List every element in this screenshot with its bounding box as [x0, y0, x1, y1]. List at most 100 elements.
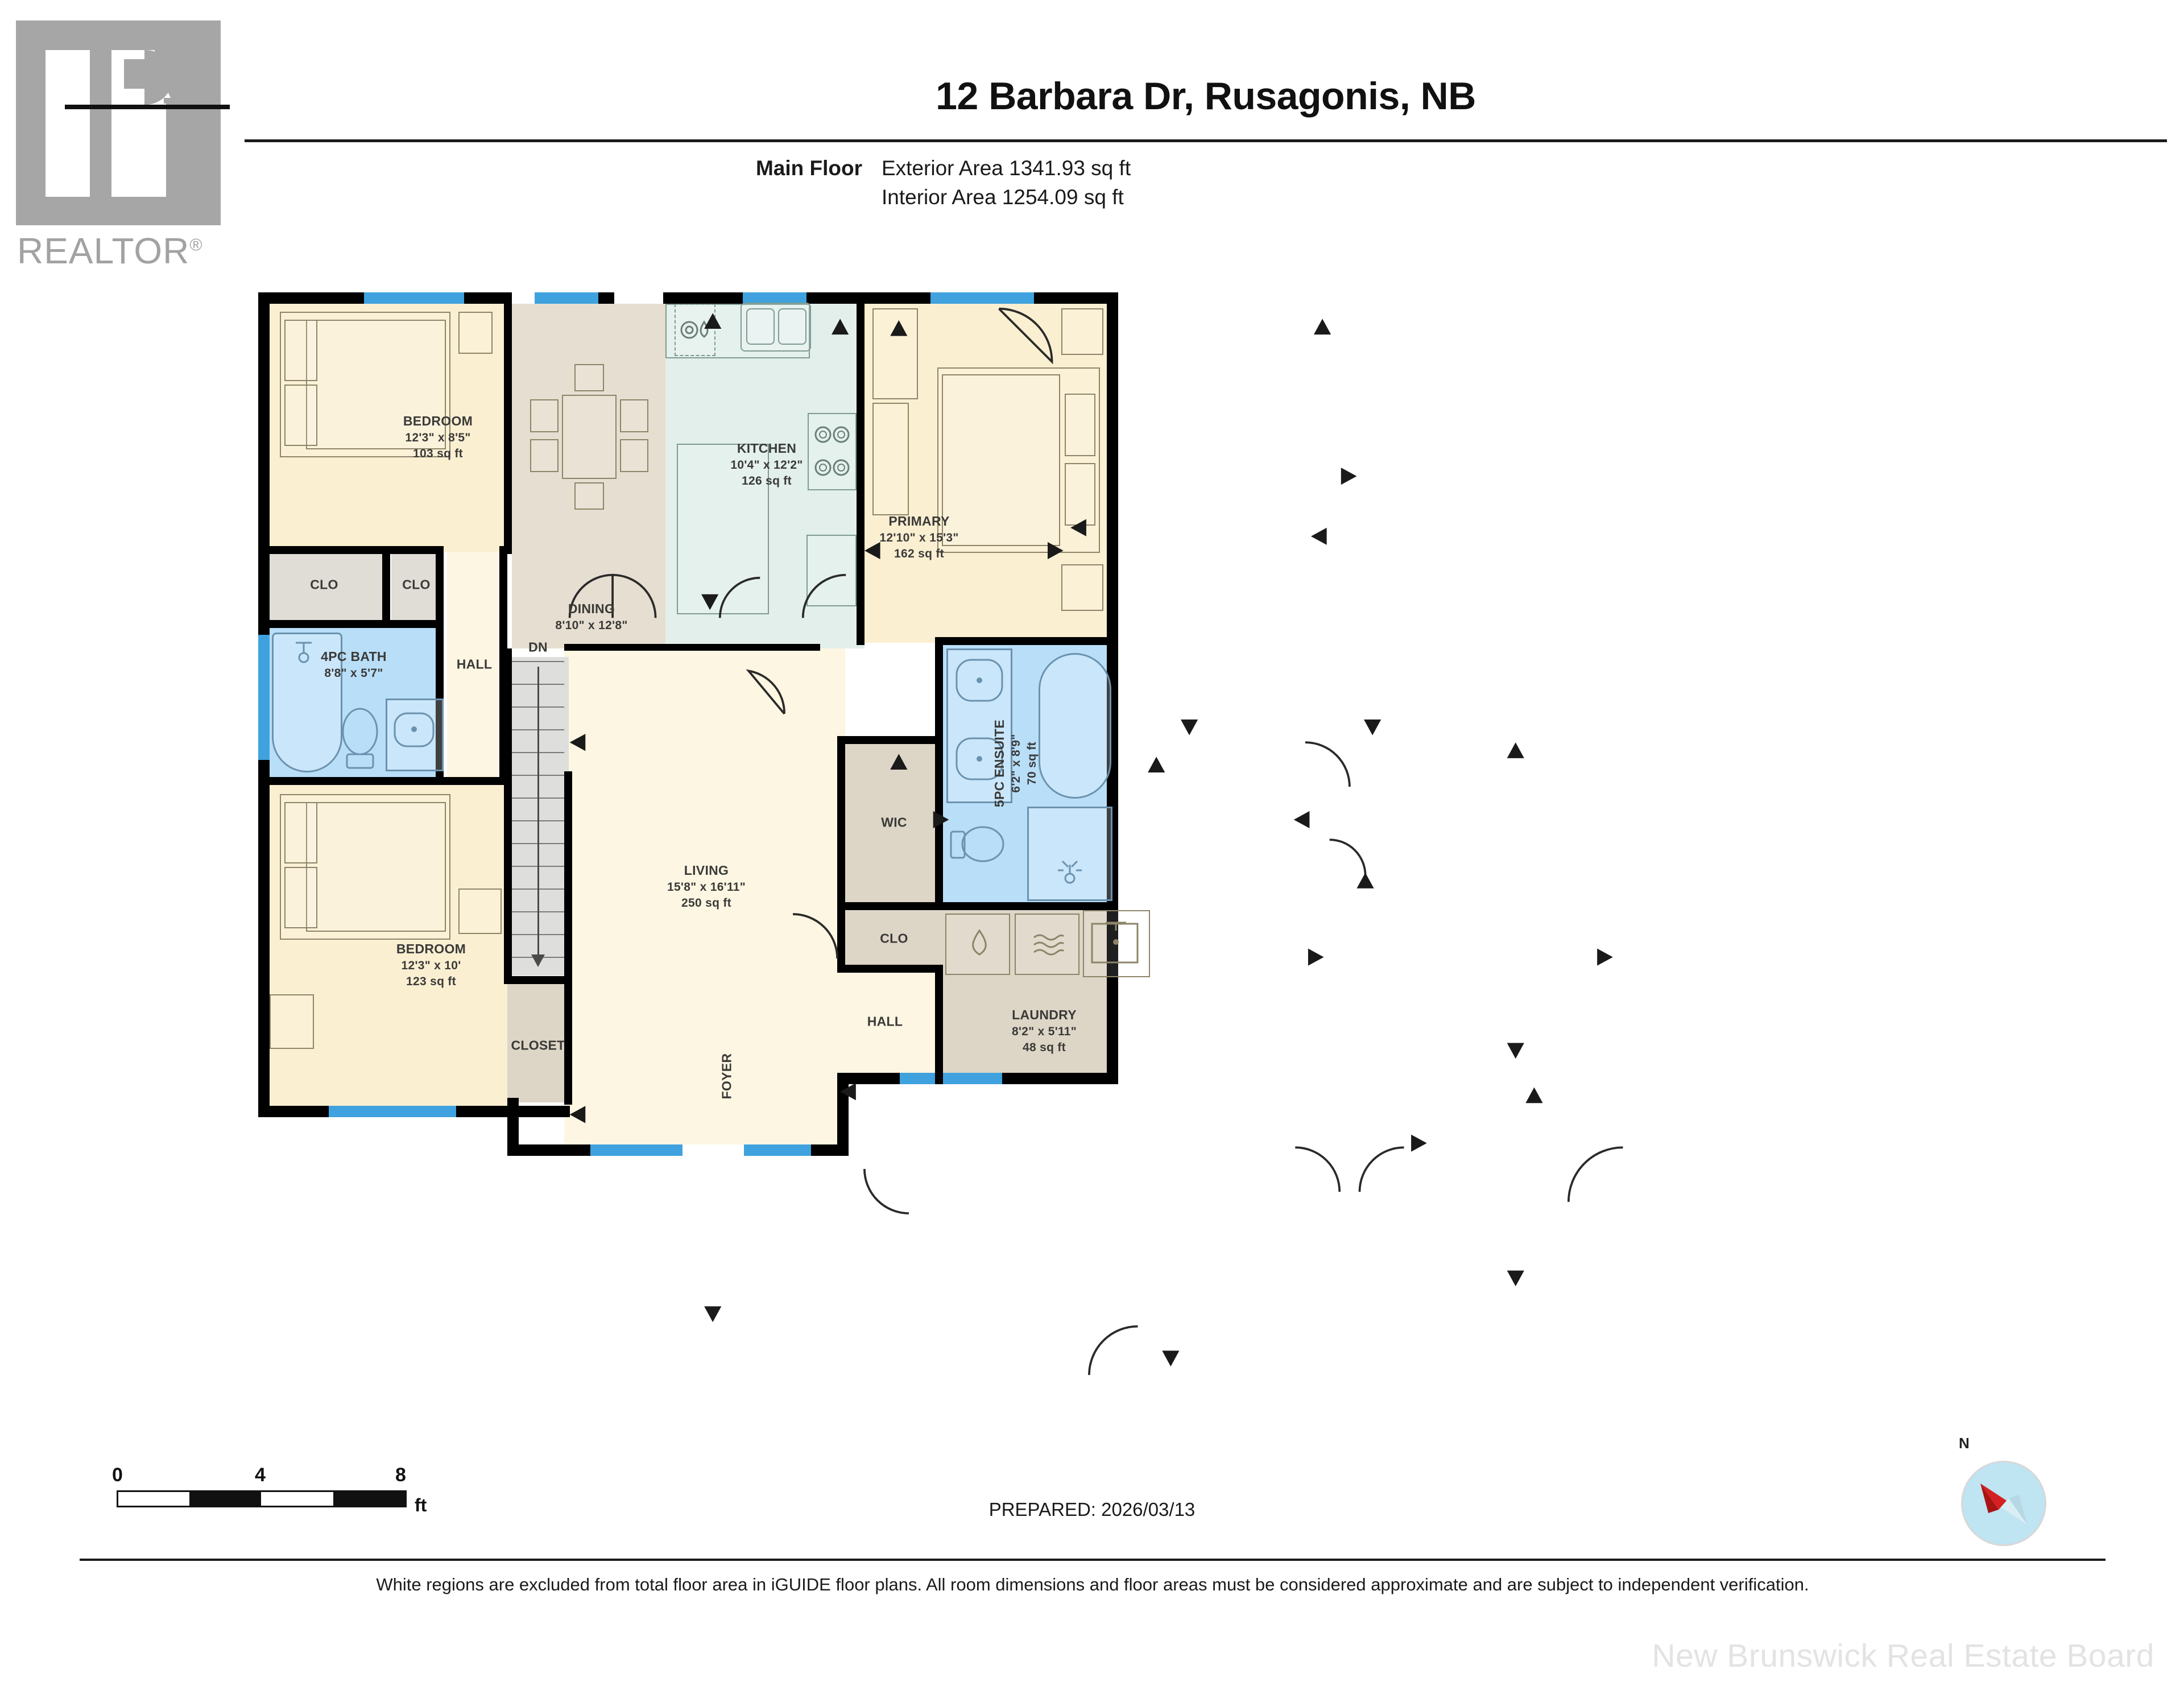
- room-closet-stair: [507, 977, 569, 1102]
- wall-int-closet-right: [564, 976, 572, 1105]
- dryer-waves-icon: [1033, 934, 1065, 956]
- dining-chair-w2: [530, 439, 559, 472]
- room-bedroom-bottom: [268, 785, 513, 1115]
- realtor-logo: REALTOR®: [16, 20, 243, 288]
- title-divider: [245, 139, 2167, 142]
- window-kitchen-top: [743, 292, 806, 304]
- window-gap-1: [512, 292, 535, 304]
- bed-primary-pillow-2: [1065, 463, 1095, 526]
- dining-chair-s: [574, 482, 604, 510]
- dryer: [1015, 914, 1079, 975]
- ensuite-sink-1-icon: [956, 659, 1003, 702]
- compass-north-label: N: [1959, 1435, 1970, 1452]
- bed-bottom-pillow-1: [284, 802, 317, 863]
- wall-int-dining-left: [504, 292, 512, 554]
- room-foyer: [564, 1041, 845, 1155]
- wall-exterior-top: [258, 292, 1118, 304]
- area-label-spacer: [739, 183, 882, 212]
- compass-rose: N: [1959, 1435, 2046, 1546]
- wall-int-stair-left: [504, 648, 512, 984]
- bed-bottom-mattress: [306, 802, 446, 932]
- wall-exterior-step-v1: [507, 1098, 519, 1155]
- laundry-sink-icon: [1091, 921, 1139, 964]
- scale-unit: ft: [415, 1495, 427, 1515]
- wall-int-clo-div: [382, 546, 390, 626]
- wall-int-living-top: [564, 644, 820, 651]
- dining-table: [562, 395, 617, 479]
- area-summary: Main Floor Exterior Area 1341.93 sq ft I…: [739, 154, 1536, 212]
- room-primary: [864, 301, 1109, 643]
- nightstand-primary-2: [1061, 564, 1103, 611]
- bed-primary-pillow-1: [1065, 394, 1095, 456]
- wall-int-bath-top: [258, 620, 444, 628]
- dining-chair-e2: [620, 439, 648, 472]
- window-bedroom-top: [364, 292, 464, 304]
- door-entry-foyer: [682, 1144, 744, 1156]
- laundry-sink-counter: [1083, 910, 1150, 977]
- window-primary-top: [930, 292, 1034, 304]
- room-hall-left: [447, 552, 506, 779]
- scale-label-8: 8: [395, 1464, 406, 1486]
- bed-top-pillow-1: [284, 320, 317, 381]
- scale-track: [117, 1490, 407, 1507]
- wall-int-wic-left: [837, 736, 845, 973]
- kitchen-sink: [741, 303, 811, 352]
- wall-int-clo-top: [258, 546, 444, 554]
- window-dining-top: [535, 292, 598, 304]
- ensuite-soaker-tub: [1039, 653, 1111, 799]
- realtor-wordmark: REALTOR®: [17, 230, 203, 271]
- bed-primary-mattress: [942, 374, 1060, 546]
- bed-top-pillow-2: [284, 385, 317, 446]
- wall-int-clo3-bottom: [837, 965, 943, 973]
- room-clo-2: [391, 552, 442, 620]
- page-title: 12 Barbara Dr, Rusagonis, NB: [936, 75, 1476, 118]
- window-foyer-bottom: [590, 1144, 682, 1156]
- floor-plan-drawing: BEDROOM 12'3" x 8'5" 103 sq ft BEDROOM 1…: [250, 284, 1934, 1394]
- wall-int-laundry-left: [935, 965, 943, 1084]
- room-bedroom-top: [268, 301, 513, 552]
- bed-bottom-pillow-2: [284, 867, 317, 928]
- wall-int-bath-right: [436, 546, 444, 785]
- sink-basin-right: [778, 308, 806, 345]
- dresser-bottom: [270, 994, 314, 1049]
- washer: [945, 914, 1010, 975]
- wall-int-ensuite-top: [935, 637, 1118, 645]
- scale-label-0: 0: [112, 1464, 123, 1486]
- dishwasher-icon: [680, 320, 709, 339]
- toilet-4pc-icon: [342, 708, 378, 769]
- interior-area: Interior Area 1254.09 sq ft: [882, 185, 1124, 209]
- dresser-primary-left2: [872, 403, 909, 515]
- nightstand-bottom: [458, 889, 502, 934]
- nightstand-primary-1: [1061, 308, 1103, 355]
- exterior-area: Exterior Area 1341.93 sq ft: [882, 156, 1131, 180]
- wall-int-ensuite-bot: [935, 902, 1118, 910]
- realtor-r-icon: [16, 20, 230, 225]
- floor-label: Main Floor: [755, 156, 862, 180]
- window-foyer-bottom-2: [744, 1144, 811, 1156]
- ensuite-shower: [1027, 807, 1112, 901]
- room-laundry: [943, 908, 1109, 1078]
- compass-needle-icon: [1980, 1483, 2027, 1524]
- window-laundry-bottom: [900, 1073, 1002, 1084]
- kitchen-island: [677, 444, 769, 614]
- room-clo-3: [845, 909, 943, 973]
- sink-basin-left: [746, 308, 775, 345]
- room-wic: [845, 743, 943, 908]
- bed-top-mattress: [306, 320, 446, 449]
- board-watermark: New Brunswick Real Estate Board: [1652, 1638, 2154, 1674]
- wall-int-stair-right: [564, 771, 572, 984]
- door-entry-top: [614, 292, 663, 304]
- room-hall-right: [829, 973, 943, 1081]
- disclaimer-text: White regions are excluded from total fl…: [376, 1575, 1809, 1594]
- nightstand-top: [458, 312, 493, 354]
- prepared-date: PREPARED: 2026/03/13: [988, 1499, 1196, 1520]
- wall-int-wic-top: [837, 736, 943, 744]
- ensuite-sink-2-icon: [956, 737, 1003, 780]
- stove-burners-icon: [814, 426, 850, 476]
- dining-chair-e1: [620, 399, 648, 432]
- fridge: [806, 535, 857, 606]
- kitchen-counter-top: [665, 304, 810, 358]
- wall-int-wic-bottom: [837, 902, 943, 910]
- room-clo-1: [268, 552, 382, 620]
